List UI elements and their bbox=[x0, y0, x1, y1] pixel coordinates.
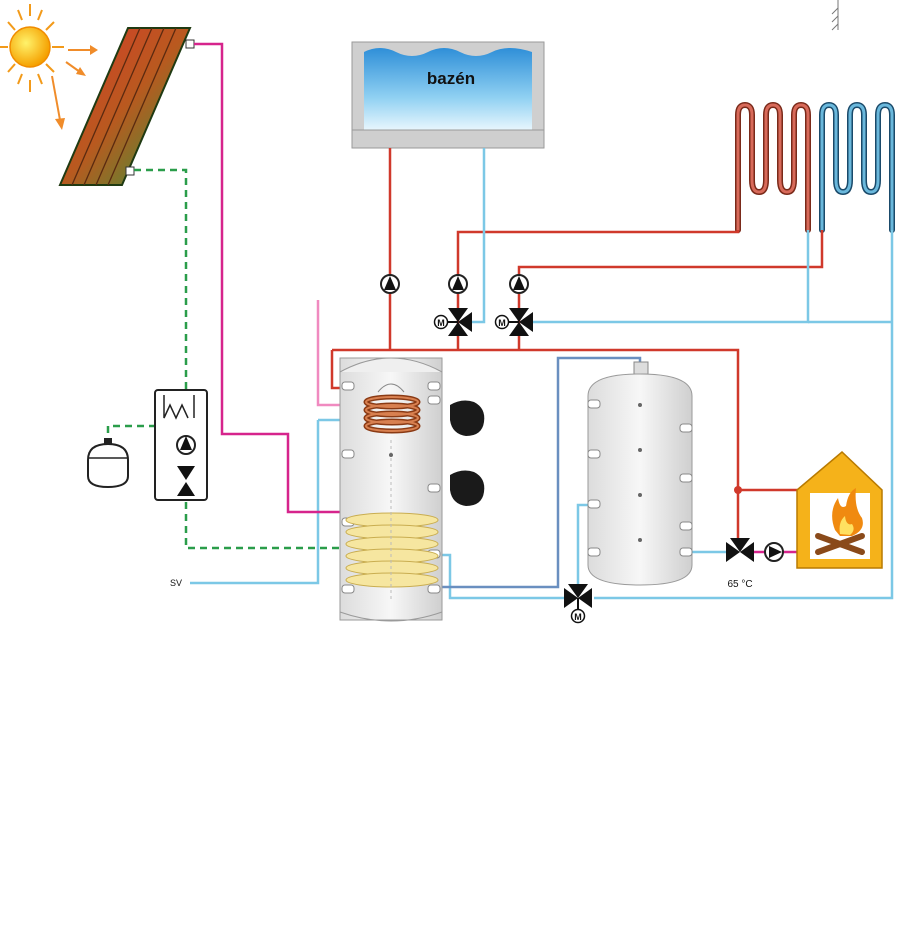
junction-dot bbox=[734, 486, 742, 494]
solar-station bbox=[154, 389, 208, 501]
pink-pipe bbox=[316, 300, 348, 407]
accumulation-tank bbox=[587, 361, 693, 586]
pool bbox=[351, 41, 545, 149]
motor-label: M bbox=[437, 318, 445, 328]
three-way-valve-icon bbox=[494, 308, 533, 336]
three-way-valve-icon bbox=[564, 584, 592, 624]
pump-icon bbox=[380, 274, 400, 294]
three-way-valve-icon bbox=[433, 308, 472, 336]
heater-element bbox=[450, 400, 485, 506]
wall-hatch bbox=[831, 0, 839, 31]
main-tank bbox=[339, 357, 443, 622]
pump-icon bbox=[754, 542, 800, 562]
fireplace-icon bbox=[796, 450, 883, 569]
pump-icon bbox=[448, 274, 468, 294]
temperature-label: 65 °C bbox=[727, 579, 752, 590]
three-way-valve-icon bbox=[726, 538, 754, 562]
pool-label: bazén bbox=[427, 69, 475, 88]
pump-icon bbox=[509, 274, 529, 294]
sun-icon bbox=[0, 4, 98, 130]
motor-label: M bbox=[574, 612, 582, 622]
cold-water-label: SV bbox=[170, 578, 182, 588]
expansion-vessel-icon bbox=[87, 438, 129, 489]
cold-pipes bbox=[190, 148, 894, 600]
motor-label: M bbox=[498, 318, 506, 328]
solar-collector-icon bbox=[58, 27, 195, 186]
radiator-icon bbox=[735, 101, 895, 233]
